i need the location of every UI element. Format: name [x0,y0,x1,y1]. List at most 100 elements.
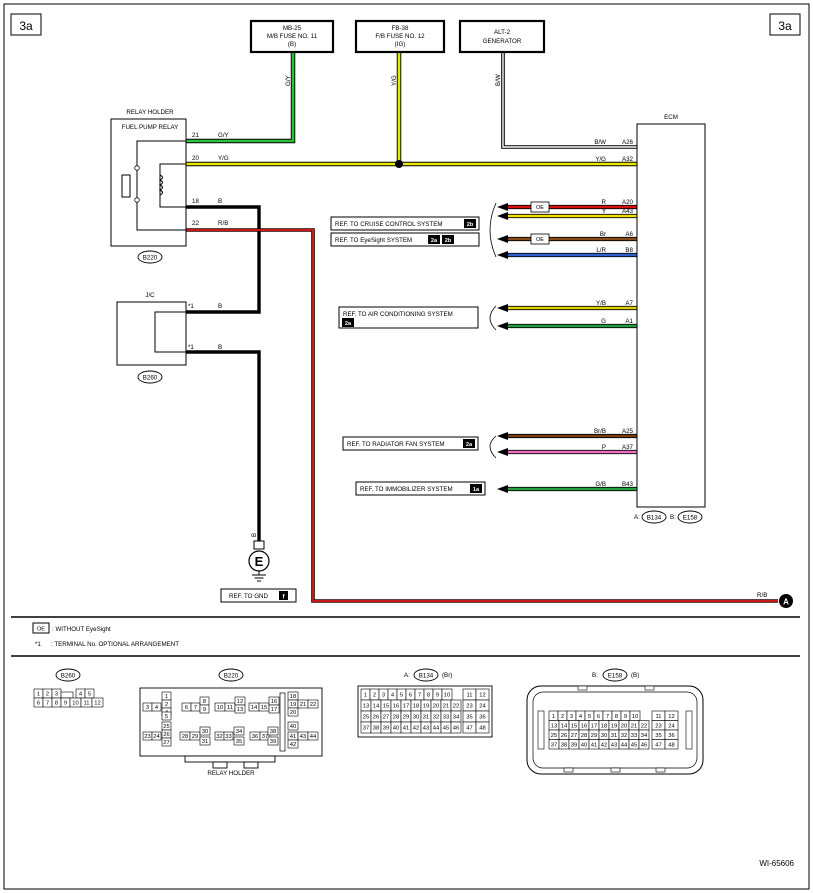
pin-number: 24 [479,704,486,710]
pin-number: 3 [146,705,149,711]
alt2-line2: GENERATOR [483,38,522,45]
pin-number: 1 [552,714,555,720]
splice-point [395,160,403,168]
ecm-wire-label-a1: G [601,318,606,325]
pin-number: 2 [46,692,49,698]
jc-connector-code: B260 [143,375,158,382]
ref-radiator-text[interactable]: REF. TO RADIATOR FAN SYSTEM [347,441,445,448]
ref-air-conditioning[interactable]: REF. TO AIR CONDITIONING SYSTEM 2a [338,306,479,329]
pin-number: 37 [363,726,369,732]
pin-number: 37 [262,734,268,740]
pin-number: 3 [55,692,58,698]
ref-eyesight-badge-2[interactable]: 2b [445,238,452,244]
fuse-mb25-line3: (B) [288,41,296,48]
pin-number: 8 [427,693,430,699]
page-tag-left-text: 3a [19,19,33,33]
ref-radiator-fan[interactable]: REF. TO RADIATOR FAN SYSTEM 2a [342,436,479,451]
fuse-fb38-wire-label: Y/G [391,75,398,86]
output-terminal-a[interactable]: A [779,594,793,608]
arrow-icon [497,212,508,220]
pin-cell [287,739,299,749]
pin-number: 15 [261,705,267,711]
pin-number: 18 [601,723,607,729]
pin-number: 14 [561,723,568,729]
pin-cell [161,737,172,747]
pin-cell [234,704,246,714]
pin-number: 12 [479,693,485,699]
ref-immobilizer-badge[interactable]: 1a [473,487,480,493]
e158-color: (B) [631,672,639,679]
ref-immobilizer-text[interactable]: REF. TO IMMOBILIZER SYSTEM [360,486,453,493]
pin-number: 33 [631,733,637,739]
pin-number: 23 [144,734,150,740]
legend-oe-symbol: OE [37,627,45,633]
ref-ac-badge[interactable]: 2a [345,321,352,327]
pin-number: 17 [271,707,277,713]
pin-number: 34 [236,729,243,735]
ref-immobilizer[interactable]: REF. TO IMMOBILIZER SYSTEM 1a [355,481,486,496]
fuel-pump-relay: FUEL PUMP RELAY [110,118,187,247]
pin-number: 3 [382,693,385,699]
pin-number: 9 [64,701,67,707]
ref-cruise-badge[interactable]: 2b [467,222,474,228]
fuse-mb25-line2: M/B FUSE NO. 11 [267,33,318,40]
jc-terminal-2-mark: *1 [188,344,194,351]
pin-number: 22 [310,702,316,708]
pin-number: 5 [165,714,168,720]
pin-number: 29 [591,733,597,739]
pin-number: 4 [579,714,583,720]
pin-number: 25 [163,724,169,730]
ref-cruise-control[interactable]: REF. TO CRUISE CONTROL SYSTEM 2b [330,216,480,231]
output-terminal-letter[interactable]: A [783,598,789,607]
ref-eyesight-text[interactable]: REF. TO EyeSight SYSTEM [335,237,412,244]
relay-coil-icon [158,174,163,196]
pin-cell [199,726,211,736]
pin-number: 32 [216,734,222,740]
ref-radiator-badge[interactable]: 2a [466,442,473,448]
oe-box [530,201,550,213]
ref-eyesight-badge-1[interactable]: 2a [431,238,438,244]
page-tag-left: 3a [10,13,42,36]
wire-y-g [186,52,637,168]
ref-ac-text[interactable]: REF. TO AIR CONDITIONING SYSTEM [343,311,453,318]
connector-view-b220: B220 12434567891011121314151617181921222… [139,668,323,777]
fuse-box-fb38: FB-38 F/B FUSE NO. 12 (IG) [354,19,446,54]
relay-pin-21: 21 [192,132,199,139]
pin-cell [450,721,462,734]
ref-eyesight[interactable]: REF. TO EyeSight SYSTEM 2a 2b [330,232,480,247]
pin-number: 44 [621,742,628,748]
pin-number: 5 [88,692,91,698]
ecm-wire-a1 [497,322,637,330]
pin-number: 31 [423,715,429,721]
pin-number: 47 [655,742,661,748]
fuse-box-mb25: MB-25 M/B FUSE NO. 11 (B) [249,19,335,54]
pin-cell [287,707,299,717]
pin-number: 7 [418,693,421,699]
pin-number: 8 [203,699,206,705]
relay-pin-18: 18 [192,198,199,205]
relay-name: FUEL PUMP RELAY [122,124,179,131]
pin-number: 35 [236,739,242,745]
pin-number: 2 [561,714,564,720]
ref-cruise-text[interactable]: REF. TO CRUISE CONTROL SYSTEM [335,221,443,228]
ref-to-gnd-badge[interactable]: f [282,594,285,601]
pin-number: 24 [668,723,675,729]
pin-number: 32 [433,715,439,721]
pin-number: 13 [237,707,243,713]
pin-number: 46 [641,742,647,748]
ref-to-gnd-text[interactable]: REF. TO GND [229,593,268,600]
pin-number: 42 [601,742,607,748]
pin-number: 5 [400,693,403,699]
ecm-pin-a25: A25 [622,428,634,435]
jc-terminal-1-wire: B [218,303,222,310]
ref-to-gnd-link[interactable]: REF. TO GND f [220,588,297,603]
relay-connector-code: B220 [143,255,158,262]
pin-cell [267,736,279,746]
arrow-icon [497,485,508,493]
ecm-label: ECM [664,114,678,121]
ecm-wire-label-a7: Y/B [596,300,606,307]
arrow-icon [497,322,508,330]
